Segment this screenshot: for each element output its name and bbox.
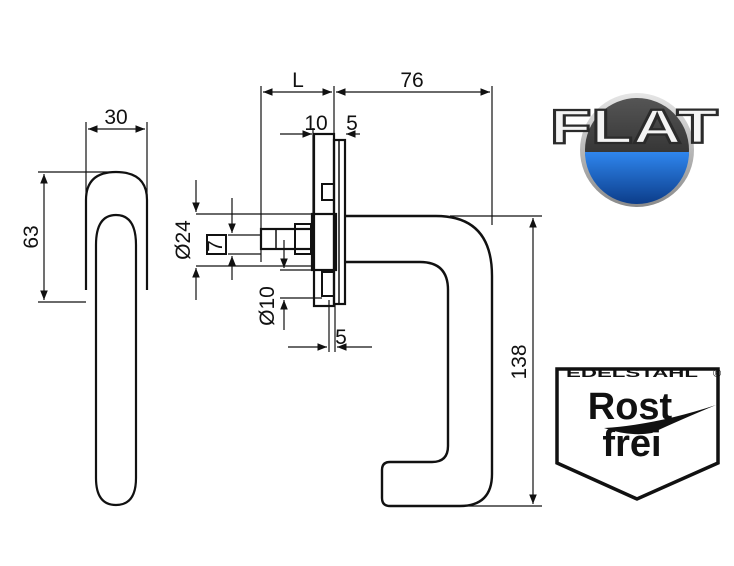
dim-138-label: 138 xyxy=(508,344,531,379)
dim-d10-label: Ø10 xyxy=(256,286,279,326)
screw-top xyxy=(321,183,335,201)
dim-d24-label: Ø24 xyxy=(172,220,195,260)
dim-5-bottom-label: 5 xyxy=(335,326,347,349)
rostfrei-logo: EDELSTAHL ® Rost frei xyxy=(555,366,721,501)
rostfrei-swoosh xyxy=(604,405,716,435)
flat-logo: FLAT xyxy=(549,93,719,207)
handle-lever-side xyxy=(345,214,494,508)
spindle xyxy=(259,227,314,251)
screw-bottom xyxy=(321,271,335,297)
dim-30-label: 30 xyxy=(104,106,127,129)
rostfrei-registered: ® xyxy=(713,368,721,380)
flat-logo-blue xyxy=(585,152,689,204)
dim-7-label: 7 xyxy=(204,240,227,252)
dim-76-label: 76 xyxy=(400,69,423,92)
boss xyxy=(310,212,338,272)
dim-10-label: 10 xyxy=(304,112,327,135)
front-view: 30 63 xyxy=(20,106,149,507)
handle-front-outline xyxy=(94,213,138,507)
dim-5-top-label: 5 xyxy=(346,112,358,135)
square-end xyxy=(206,234,227,255)
spindle-collar xyxy=(294,223,312,255)
rosette-side xyxy=(312,132,336,308)
dim-63-label: 63 xyxy=(20,225,43,248)
side-view: L 76 10 5 Ø24 7 xyxy=(172,69,542,508)
rostfrei-top-text: EDELSTAHL xyxy=(566,366,698,380)
flat-logo-text: FLAT xyxy=(550,101,718,154)
dim-L-label: L xyxy=(292,69,304,92)
